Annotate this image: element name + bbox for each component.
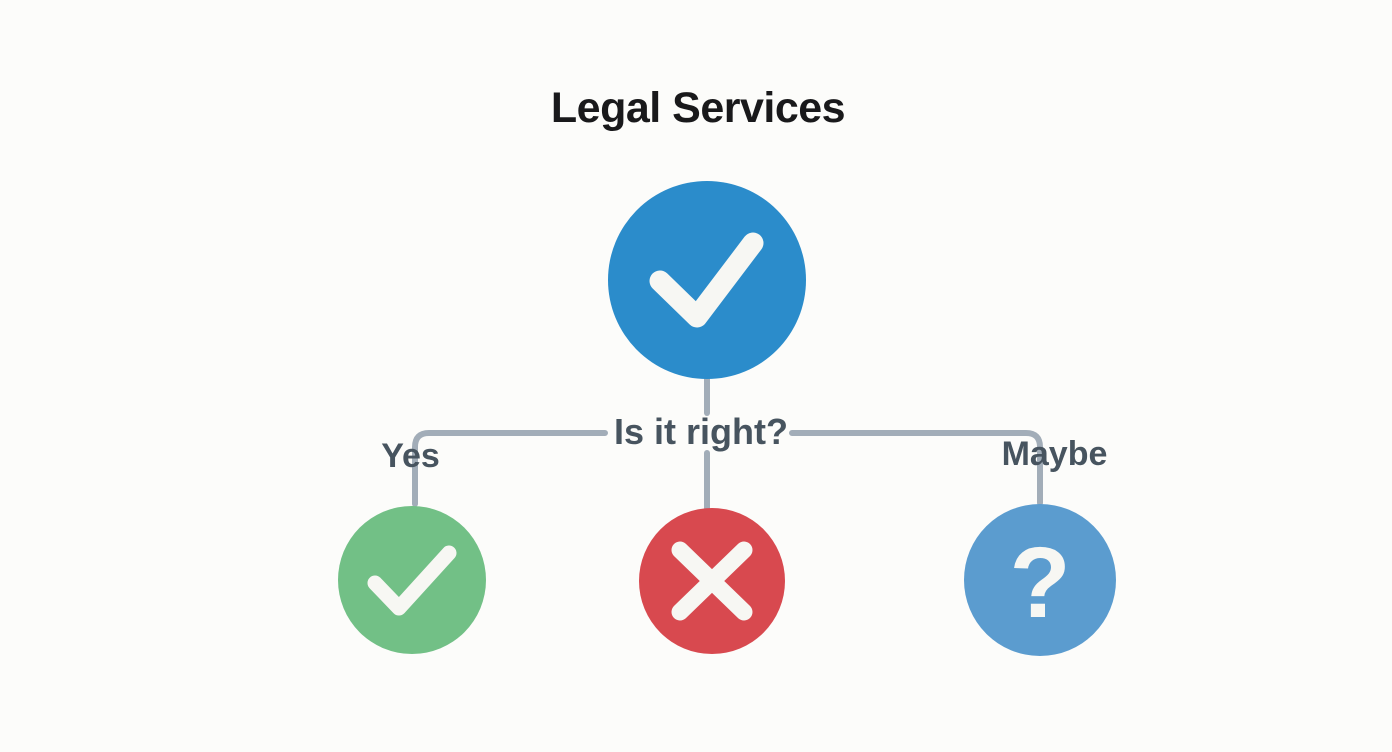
x-icon	[671, 541, 753, 621]
yes-branch-label: Yes	[381, 437, 440, 475]
question-label: Is it right?	[614, 411, 788, 452]
diagram-title: Legal Services	[550, 84, 846, 132]
connector-right-branch	[789, 430, 1043, 506]
connector-left-branch	[412, 430, 608, 507]
checkmark-icon	[649, 232, 764, 328]
maybe-node-circle	[964, 504, 1116, 656]
yes-node-circle	[338, 506, 486, 654]
maybe-branch-label: Maybe	[1001, 435, 1108, 473]
root-node-circle	[608, 181, 806, 379]
question-mark-icon: ?	[1009, 527, 1070, 639]
checkmark-icon	[367, 545, 457, 616]
